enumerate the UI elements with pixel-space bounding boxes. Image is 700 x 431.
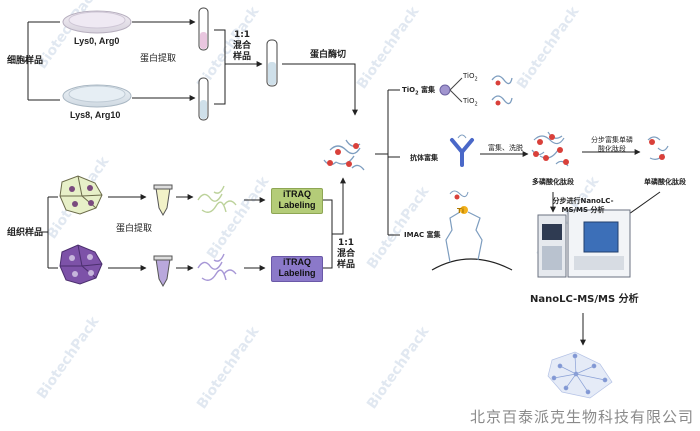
mix-label-line2: 样品: [232, 52, 251, 62]
tissue-mix-ratio: 1:1: [337, 238, 355, 248]
tio2-peptides: [491, 75, 513, 105]
company-footer: 北京百泰派克生物科技有限公司: [469, 408, 694, 426]
tio2-bead-label-2: TiO2: [463, 97, 478, 108]
bead1-text: TiO: [463, 72, 475, 80]
test-tube-top: [198, 7, 209, 51]
imac-support: [431, 190, 513, 271]
stepwise-line1: 分步富集单磷: [591, 136, 633, 144]
tio2-suffix: 富集: [418, 86, 436, 94]
antibody-icon: [450, 138, 474, 167]
itraq-purple-line2: Labeling: [278, 268, 316, 278]
antibody-enrichment-label: 抗体富集: [410, 154, 438, 162]
mix-label-line1: 混合: [232, 41, 251, 51]
peptides-purple: [197, 253, 237, 281]
cell-samples-label: 细胞样品: [7, 56, 44, 66]
tio2-subscript: 2: [415, 90, 419, 97]
stepwise-line2: 酸化肽段: [598, 145, 626, 153]
petri-dish-top: [62, 10, 132, 34]
mix-ratio-label: 1:1: [233, 30, 251, 40]
imac-enrichment-label: IMAC 富集: [404, 231, 441, 239]
tio2-text: TiO: [402, 86, 416, 94]
wash-label: 富集、洗脱: [488, 144, 523, 152]
multi-phospho-label: 多磷酸化肽段: [532, 178, 574, 186]
mass-spectrometer-icon: [537, 209, 631, 278]
itraq-green-line2: Labeling: [278, 200, 316, 210]
petri-dish-bottom: [62, 84, 132, 108]
digestion-label: 蛋白酶切: [310, 50, 347, 60]
itraq-labeling-purple: iTRAQ Labeling: [271, 256, 323, 282]
ti-label: Ti: [457, 207, 465, 215]
tio2-enrichment-label: TiO2 富集: [402, 86, 435, 97]
dish-bottom-label: Lys8, Arg10: [70, 110, 121, 120]
tissue-extraction-label: 蛋白提取: [116, 224, 153, 234]
tissue-cells-purple: [59, 244, 103, 285]
protein-extraction-label: 蛋白提取: [140, 54, 177, 64]
nanolc-step-line1: 分步进行NanoLC-: [552, 197, 614, 205]
phospho-sites: [327, 143, 359, 167]
peptides-green: [197, 185, 237, 213]
tio2-bead-label-1: TiO2: [463, 72, 478, 83]
nanolc-step-line2: MS/MS 分析: [561, 206, 605, 214]
tio2-bead: [439, 84, 451, 96]
dish-top-label: Lys0, Arg0: [74, 36, 120, 46]
test-tube-mixed: [266, 39, 278, 87]
itraq-purple-line1: iTRAQ: [283, 257, 311, 267]
tissue-mix-line2: 样品: [336, 260, 355, 270]
bead1-sub: 2: [474, 76, 478, 83]
bead2-text: TiO: [463, 97, 475, 105]
itraq-green-line1: iTRAQ: [283, 189, 311, 199]
single-phospho-label: 单磷酸化肽段: [644, 178, 686, 186]
itraq-labeling-green: iTRAQ Labeling: [271, 188, 323, 214]
tissue-cells-green: [59, 175, 103, 215]
bead2-sub: 2: [474, 101, 478, 108]
eppendorf-tube-top: [153, 184, 173, 217]
eppendorf-tube-bottom: [153, 255, 173, 288]
test-tube-bottom: [198, 77, 209, 121]
nanolc-analysis-label: NanoLC-MS/MS 分析: [530, 294, 639, 305]
protein-network-icon: [547, 351, 613, 399]
tissue-mix-line1: 混合: [336, 249, 355, 259]
tissue-samples-label: 组织样品: [7, 228, 44, 238]
